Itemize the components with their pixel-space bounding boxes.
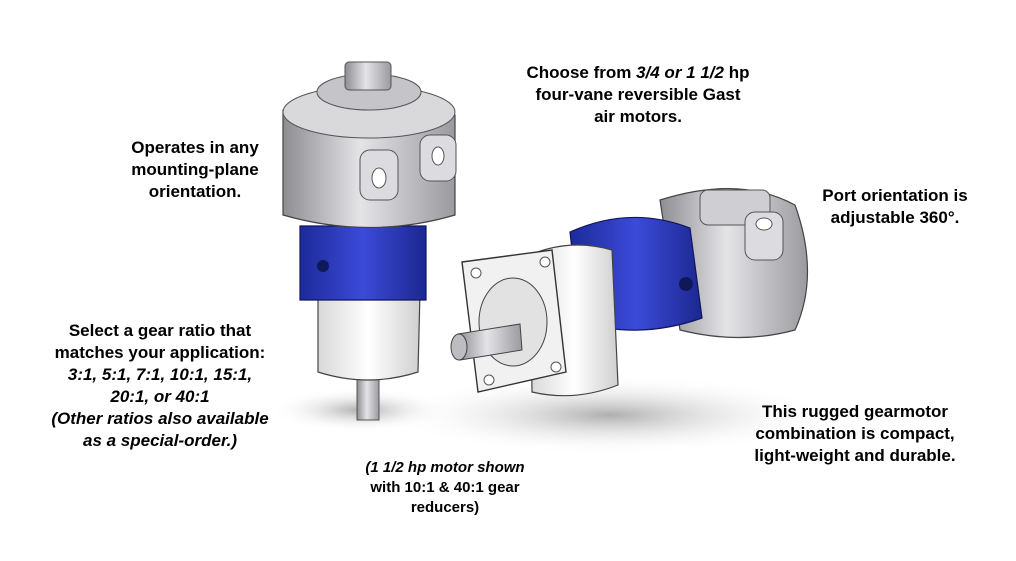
caption-motor-choice: Choose from 3/4 or 1 1/2 hp four-vane re… <box>526 63 750 126</box>
vertical-gearmotor <box>282 61 457 421</box>
caption-mounting: Operates in any mounting-plane orientati… <box>131 138 259 201</box>
caption-port-orientation: Port orientation is adjustable 360°. <box>822 186 968 227</box>
horizontal-gearmotor <box>450 188 809 397</box>
caption-gear-ratio: Select a gear ratio that matches your ap… <box>51 321 269 450</box>
caption-shown-motor: (1 1/2 hp motor shown with 10:1 & 40:1 g… <box>365 459 525 516</box>
caption-rugged: This rugged gearmotor combination is com… <box>754 402 956 465</box>
shadow-right <box>390 375 830 455</box>
